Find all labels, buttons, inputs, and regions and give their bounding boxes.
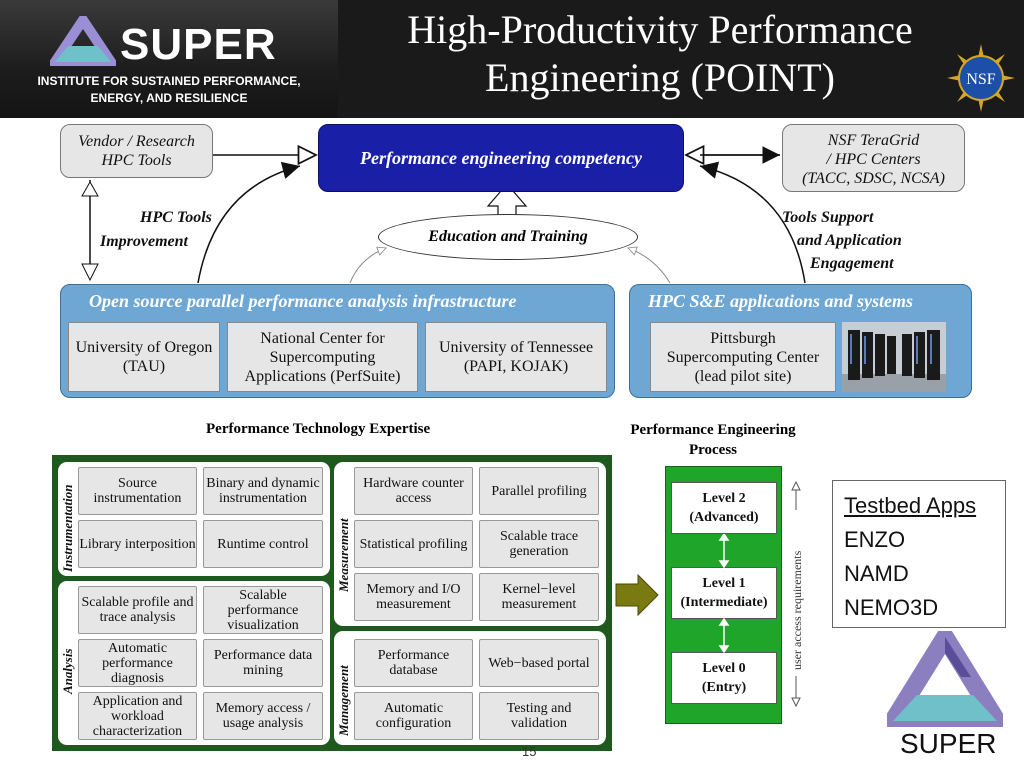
level-1-subtitle: (Intermediate) (680, 595, 768, 610)
analysis-label: Analysis (60, 648, 75, 694)
process-arrow-icon (615, 574, 659, 616)
tennessee-cell: University of Tennessee (PAPI, KOJAK) (425, 322, 607, 392)
open-source-panel-title: Open source parallel performance analysi… (89, 291, 517, 311)
management-cell: Testing and validation (479, 692, 599, 740)
measurement-cell: Statistical profiling (354, 520, 473, 568)
slide-title: High-Productivity Performance Engineerin… (360, 6, 960, 102)
oregon-line2: (TAU) (122, 358, 166, 375)
teragrid-box: NSF TeraGrid / HPC Centers (TACC, SDSC, … (782, 124, 965, 192)
measurement-cell: Hardware counter access (354, 467, 473, 515)
pittsburgh-line1: Pittsburgh (710, 329, 776, 347)
nsf-logo-text: NSF (966, 71, 995, 88)
pittsburgh-line2: Supercomputing Center (666, 348, 820, 366)
vendor-research-box: Vendor / Research HPC Tools (60, 124, 213, 178)
super-logo-word: SUPER (120, 20, 277, 69)
pittsburgh-line3: (lead pilot site) (694, 367, 792, 385)
super-logo-panel: SUPER INSTITUTE FOR SUSTAINED PERFORMANC… (0, 0, 338, 118)
slide-title-line2: Engineering (POINT) (485, 55, 835, 100)
management-cell: Performance database (354, 639, 473, 687)
ncsa-line3: Applications (PerfSuite) (244, 367, 401, 385)
analysis-cell: Memory access / usage analysis (203, 692, 323, 740)
super-triangle-icon (50, 16, 116, 66)
user-access-arrow (791, 480, 801, 708)
instrumentation-cell: Source instrumentation (78, 467, 197, 515)
tennessee-line2: (PAPI, KOJAK) (463, 358, 569, 375)
tennessee-line1: University of Tennessee (438, 339, 594, 356)
tools-support-label: Tools Support (782, 209, 874, 226)
instrumentation-cell: Binary and dynamic instrumentation (203, 467, 323, 515)
measurement-cell: Scalable trace generation (479, 520, 599, 568)
oregon-cell: University of Oregon (TAU) (68, 322, 220, 392)
education-training-ellipse: Education and Training (378, 214, 638, 260)
analysis-cell: Performance data mining (203, 639, 323, 687)
analysis-cell: Scalable performance visualization (203, 586, 323, 634)
testbed-app: NAMD (844, 561, 909, 586)
logo-subtitle-line1: INSTITUTE FOR SUSTAINED PERFORMANCE, (37, 74, 301, 88)
measurement-cell: Parallel profiling (479, 467, 599, 515)
oregon-line1: University of Oregon (75, 339, 213, 356)
level-1-title: Level 1 (702, 576, 746, 591)
level-2-box: Level 2 (Advanced) (671, 482, 777, 534)
level-0-box: Level 0 (Entry) (671, 652, 777, 704)
analysis-cell: Automatic performance diagnosis (78, 639, 197, 687)
slide-title-line1: High-Productivity Performance (407, 7, 913, 52)
analysis-cell: Application and workload characterizatio… (78, 692, 197, 740)
level-0-subtitle: (Entry) (701, 680, 747, 695)
measurement-label: Measurement (336, 518, 351, 592)
hpc-tools-label: HPC Tools (140, 209, 212, 226)
page-number: 15 (522, 744, 537, 759)
testbed-apps-heading: Testbed Apps (844, 493, 977, 518)
testbed-app: NEMO3D (844, 595, 939, 620)
level-connectors (718, 534, 730, 654)
logo-subtitle-line2: ENERGY, AND RESILIENCE (90, 91, 248, 105)
hpc-applications-panel-title: HPC S&E applications and systems (648, 291, 914, 311)
nsf-logo-icon: NSF (947, 44, 1015, 112)
user-access-label: user access requirements (790, 550, 804, 670)
management-cell: Automatic configuration (354, 692, 473, 740)
process-title: Performance Engineering Process (610, 420, 816, 460)
super-footer-label: SUPER (900, 728, 997, 759)
instrumentation-cell: Library interposition (78, 520, 197, 568)
measurement-cell: Memory and I/O measurement (354, 573, 473, 621)
testbed-app: ENZO (844, 527, 906, 552)
expertise-title: Performance Technology Expertise (206, 421, 431, 437)
management-label: Management (336, 665, 351, 736)
level-2-subtitle: (Advanced) (689, 510, 759, 525)
process-title-line1: Performance Engineering (630, 422, 796, 438)
level-2-title: Level 2 (702, 491, 746, 506)
application-label: and Application (797, 232, 902, 249)
supercomputer-photo (842, 322, 946, 392)
analysis-cell: Scalable profile and trace analysis (78, 586, 197, 634)
performance-engineering-box: Performance engineering competency (318, 124, 684, 192)
level-0-title: Level 0 (702, 661, 746, 676)
management-cell: Web−based portal (479, 639, 599, 687)
ncsa-line1: National Center for (260, 329, 385, 347)
engagement-label: Engagement (810, 255, 894, 272)
improvement-label: Improvement (100, 233, 188, 250)
testbed-apps-box: Testbed Apps ENZO NAMD NEMO3D (832, 480, 1006, 628)
instrumentation-cell: Runtime control (203, 520, 323, 568)
ncsa-line2: Supercomputing (269, 348, 376, 366)
super-triangle-logo-icon (887, 631, 1003, 727)
pittsburgh-cell: Pittsburgh Supercomputing Center (lead p… (650, 322, 836, 392)
ncsa-cell: National Center for Supercomputing Appli… (227, 322, 418, 392)
instrumentation-label: Instrumentation (60, 484, 75, 572)
process-title-line2: Process (688, 442, 738, 458)
measurement-cell: Kernel−level measurement (479, 573, 599, 621)
